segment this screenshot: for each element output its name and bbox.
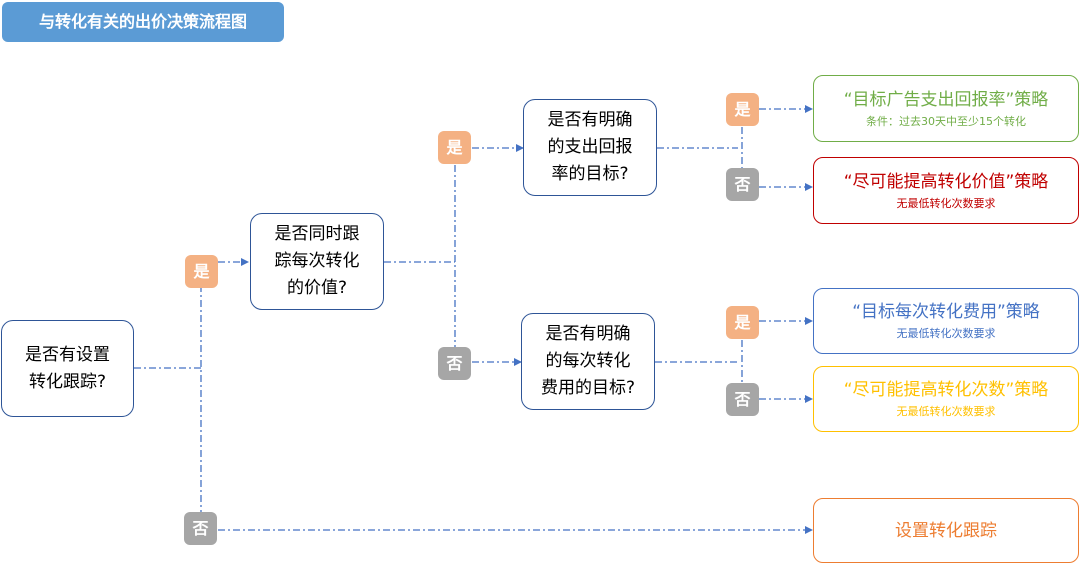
result-target-cpa: “目标每次转化费用”策略 无最低转化次数要求 xyxy=(813,288,1079,354)
result-title: 设置转化跟踪 xyxy=(895,520,997,541)
result-title: “目标每次转化费用”策略 xyxy=(852,302,1040,322)
yes-badge: 是 xyxy=(438,131,471,164)
result-condition: 无最低转化次数要求 xyxy=(896,196,996,210)
result-condition: 无最低转化次数要求 xyxy=(896,327,996,340)
result-condition: 无最低转化次数要求 xyxy=(896,405,996,418)
question-box-roas-target: 是否有明确 的支出回报 率的目标? xyxy=(523,99,657,196)
result-title: “尽可能提高转化价值”策略 xyxy=(843,171,1049,192)
result-target-roas: “目标广告支出回报率”策略 条件：过去30天中至少15个转化 xyxy=(813,75,1079,142)
yes-badge: 是 xyxy=(726,306,759,339)
question-text: 是否同时跟 踪每次转化 的价值? xyxy=(274,224,360,298)
question-box-conversion-value: 是否同时跟 踪每次转化 的价值? xyxy=(250,213,384,310)
yes-badge: 是 xyxy=(185,255,218,288)
no-badge: 否 xyxy=(184,512,217,545)
result-title: “尽可能提高转化次数”策略 xyxy=(843,380,1049,400)
no-badge: 否 xyxy=(726,168,759,201)
result-title: “目标广告支出回报率”策略 xyxy=(843,89,1049,110)
no-badge: 否 xyxy=(438,347,471,380)
page-title: 与转化有关的出价决策流程图 xyxy=(2,2,284,42)
result-maximize-conversions: “尽可能提高转化次数”策略 无最低转化次数要求 xyxy=(813,366,1079,432)
result-setup-conversion-tracking: 设置转化跟踪 xyxy=(813,498,1079,563)
no-badge: 否 xyxy=(726,383,759,416)
question-text: 是否有明确 的每次转化 费用的目标? xyxy=(540,324,636,398)
result-maximize-conversion-value: “尽可能提高转化价值”策略 无最低转化次数要求 xyxy=(813,157,1079,224)
question-box-conversion-tracking: 是否有设置 转化跟踪? xyxy=(1,320,134,417)
question-text: 是否有设置 转化跟踪? xyxy=(25,344,110,392)
result-condition: 条件：过去30天中至少15个转化 xyxy=(866,114,1026,128)
question-text: 是否有明确 的支出回报 率的目标? xyxy=(547,110,633,184)
yes-badge: 是 xyxy=(726,93,759,126)
question-box-cpa-target: 是否有明确 的每次转化 费用的目标? xyxy=(521,313,655,410)
